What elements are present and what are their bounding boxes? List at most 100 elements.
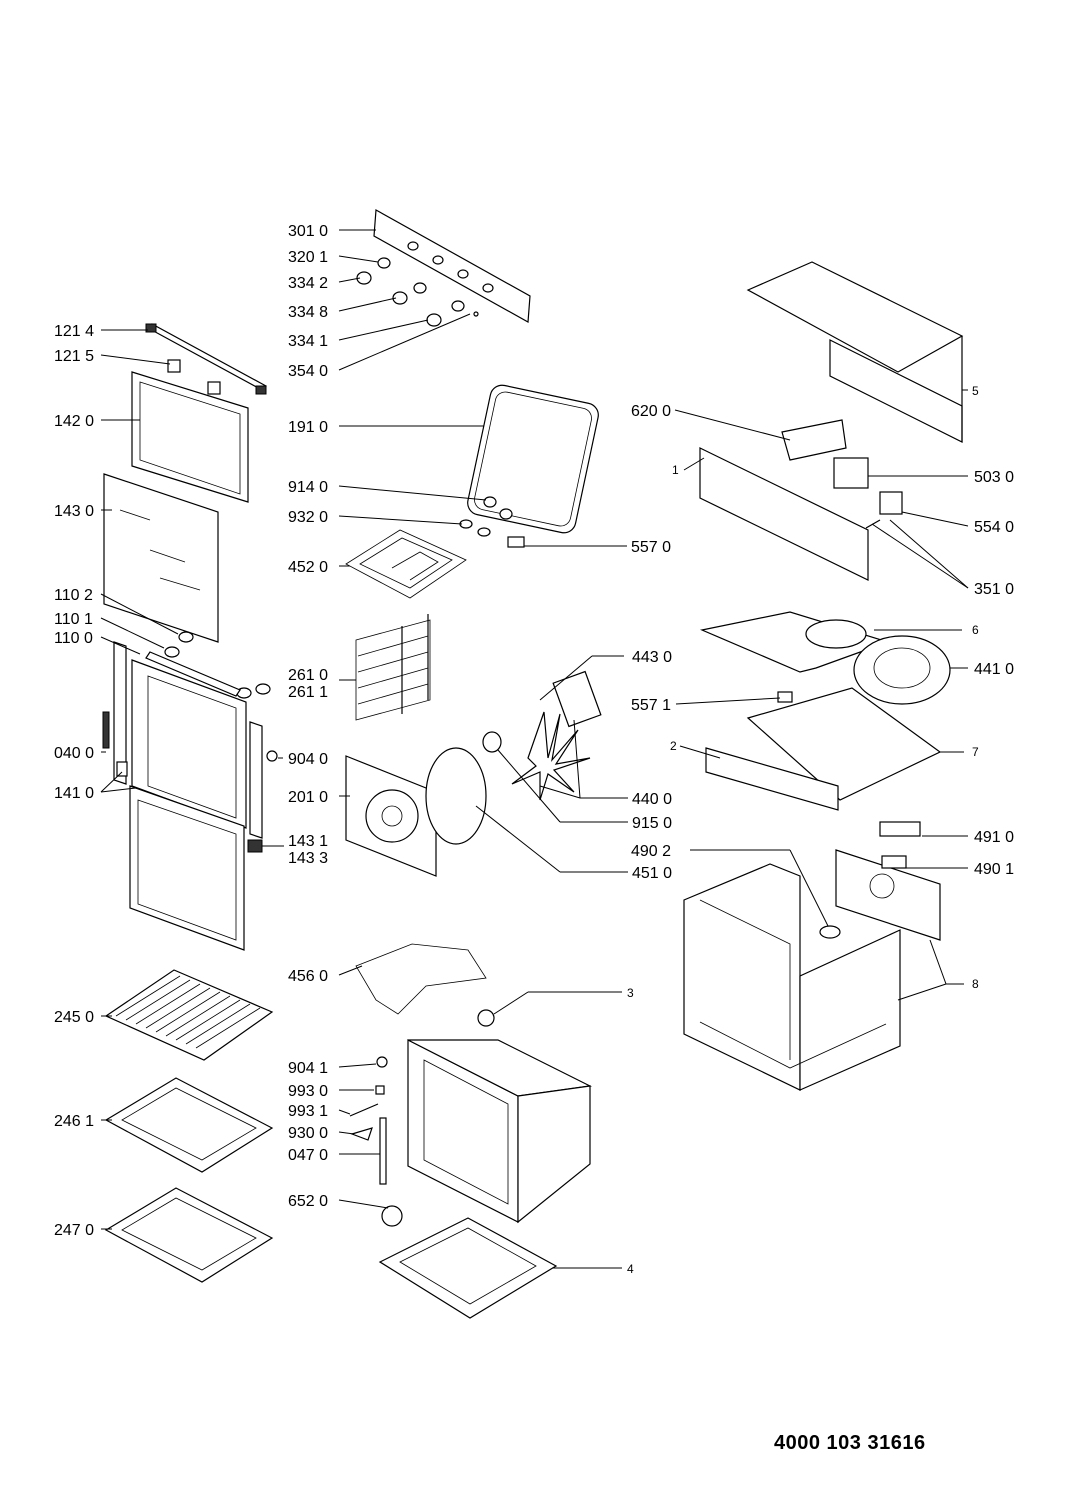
door-spacers xyxy=(164,631,271,699)
label-121-5: 121 5 xyxy=(54,348,94,365)
label-554-0: 554 0 xyxy=(974,519,1014,536)
label-261-1: 261 1 xyxy=(288,684,328,701)
label-110-2: 110 2 xyxy=(54,587,93,604)
front-strip-2 xyxy=(705,747,839,811)
glass-reflection-1 xyxy=(119,509,151,521)
outer-glass-panel xyxy=(131,371,249,503)
board-plate xyxy=(835,849,941,941)
fan-blade xyxy=(511,711,591,801)
label-assembly-4: 4 xyxy=(627,1262,634,1276)
tray-247-outer xyxy=(104,1187,274,1283)
tray-246-inner xyxy=(121,1087,257,1161)
grill-loop xyxy=(391,551,439,581)
part-labels: 301 0 320 1 334 2 334 8 334 1 354 0 121 … xyxy=(54,223,1014,1276)
label-456-0: 456 0 xyxy=(288,968,328,985)
baking-tray xyxy=(104,1077,274,1173)
label-490-2: 490 2 xyxy=(631,843,671,860)
handle-end-left xyxy=(145,323,157,333)
spacer-b xyxy=(164,646,180,658)
label-914-0: 914 0 xyxy=(288,479,328,496)
gasket-outer xyxy=(467,384,599,534)
grill-outer xyxy=(345,529,467,599)
nut-914a xyxy=(483,496,497,508)
label-141-0: 141 0 xyxy=(54,785,94,802)
label-142-0: 142 0 xyxy=(54,413,94,430)
door-side-left xyxy=(113,641,127,785)
door-gasket xyxy=(467,384,599,534)
fan-motor-assembly xyxy=(511,670,602,801)
knob-334-1b xyxy=(426,313,442,327)
label-assembly-3: 3 xyxy=(627,986,634,1000)
label-110-1: 110 1 xyxy=(54,611,93,628)
handle-bracket-a xyxy=(167,359,181,373)
label-247-0: 247 0 xyxy=(54,1222,94,1239)
label-443-0: 443 0 xyxy=(632,649,672,666)
casing-right-wall xyxy=(799,929,901,1091)
label-932-0: 932 0 xyxy=(288,509,328,526)
switch-652 xyxy=(381,1205,403,1227)
label-143-1: 143 1 xyxy=(288,833,328,850)
label-440-0: 440 0 xyxy=(632,791,672,808)
bushing-915 xyxy=(482,731,502,753)
rear-panel xyxy=(345,731,502,877)
label-201-0: 201 0 xyxy=(288,789,328,806)
door-handle-bar xyxy=(147,323,267,391)
door-frame xyxy=(102,641,278,853)
bottom-plate xyxy=(378,1217,558,1319)
label-557-0: 557 0 xyxy=(631,539,671,556)
door-clip-143 xyxy=(247,839,263,853)
door-inner-frame xyxy=(131,659,247,829)
label-assembly-5: 5 xyxy=(972,384,979,398)
knob-904-1 xyxy=(376,1056,388,1068)
spacer-a xyxy=(178,631,194,643)
fan-cover xyxy=(700,611,951,705)
label-904-0: 904 0 xyxy=(288,751,328,768)
cooling-fan-441 xyxy=(853,635,951,705)
label-652-0: 652 0 xyxy=(288,1193,328,1210)
outer-glass-inner-edge xyxy=(139,381,241,495)
door-inner-glass xyxy=(129,785,245,951)
label-assembly-6: 6 xyxy=(972,623,979,637)
panel-hole-2 xyxy=(432,255,444,265)
label-assembly-2: 2 xyxy=(670,739,677,753)
rear-fan-guard xyxy=(365,789,419,843)
label-491-0: 491 0 xyxy=(974,829,1014,846)
bottom-plate-outer xyxy=(378,1217,558,1319)
label-191-0: 191 0 xyxy=(288,419,328,436)
panel-hole-1 xyxy=(407,241,419,251)
label-143-0: 143 0 xyxy=(54,503,94,520)
label-110-0: 110 0 xyxy=(54,630,93,647)
cavity-side xyxy=(517,1085,591,1224)
tray-246-outer xyxy=(104,1077,274,1173)
label-assembly-7: 7 xyxy=(972,745,979,759)
handle-bracket-b xyxy=(207,381,221,395)
door-top-strip xyxy=(145,651,241,697)
drip-pan xyxy=(104,1187,274,1283)
middle-glass-panel xyxy=(103,473,219,643)
casing-left-wall xyxy=(683,863,801,1091)
fan-cover-hole xyxy=(805,619,867,649)
relay-620 xyxy=(781,419,847,461)
side-runners xyxy=(355,614,431,721)
spring-932b xyxy=(477,527,491,537)
label-351-0: 351 0 xyxy=(974,581,1014,598)
label-915-0: 915 0 xyxy=(632,815,672,832)
door-window xyxy=(147,675,237,819)
control-panel xyxy=(356,209,531,327)
middle-plate xyxy=(705,687,942,811)
top-heating-element xyxy=(345,496,525,599)
panel-plate xyxy=(373,209,531,323)
terminal-block-491 xyxy=(879,821,921,837)
door-knob-904 xyxy=(266,750,278,762)
label-047-0: 047 0 xyxy=(288,1147,328,1164)
door-handle-group xyxy=(145,323,267,395)
inner-glass-edge xyxy=(137,799,237,941)
label-452-0: 452 0 xyxy=(288,559,328,576)
label-993-0: 993 0 xyxy=(288,1083,328,1100)
label-320-1: 320 1 xyxy=(288,249,328,266)
runner-frame xyxy=(355,619,431,721)
runner-rails xyxy=(357,635,429,705)
board-circle xyxy=(869,873,895,899)
outer-casing xyxy=(683,863,901,1091)
